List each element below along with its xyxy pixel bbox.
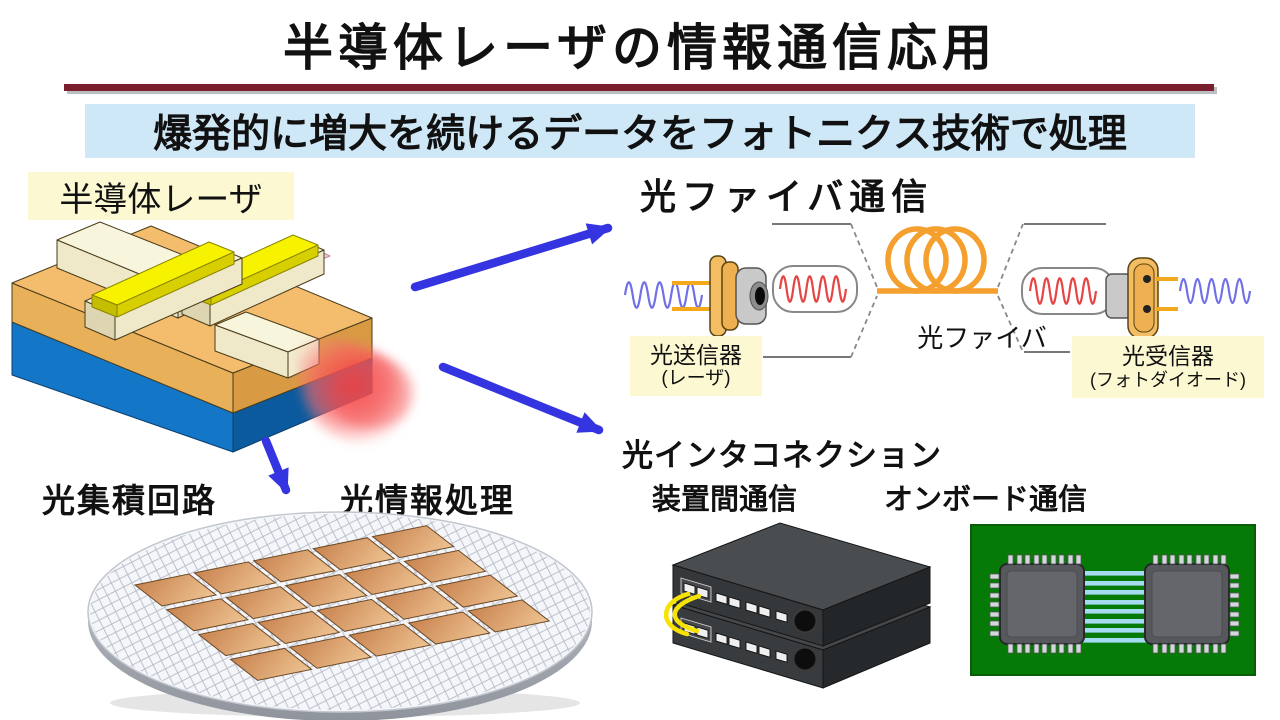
- fiber-coil-icon: [877, 226, 998, 294]
- magnifier-brackets: [763, 223, 1106, 358]
- electrical-signal-wave-right: [1178, 277, 1252, 305]
- pcb-illustration: [970, 524, 1256, 676]
- server-stack-illustration: [663, 522, 932, 689]
- transmitter-label-line2: (レーザ): [661, 368, 731, 390]
- arrow-to-fiber-comm: [410, 223, 613, 292]
- receiver-label-line1: 光受信器: [1122, 343, 1214, 370]
- optical-signal-wave-right: [1028, 277, 1098, 305]
- integrated-circuit-label: 光集積回路: [42, 482, 217, 519]
- onboard-comm-label: オンボード通信: [884, 484, 1088, 516]
- laser-diode-icon: [672, 255, 769, 337]
- arrow-to-interconnect: [438, 362, 604, 435]
- receiver-label: 光受信器 (フォトダイオード): [1072, 336, 1264, 398]
- qfp-chip-left: [989, 554, 1085, 654]
- server-ports-top: [680, 577, 788, 623]
- arrow-to-wafer: [261, 436, 291, 495]
- laser-emission-glow: [297, 338, 414, 443]
- server-vent-bottom: [792, 646, 818, 672]
- optical-traces: [1082, 571, 1147, 643]
- photodiode-icon: [1105, 257, 1178, 339]
- fiber-label: 光ファイバ: [917, 323, 1047, 353]
- fiber-link-diagram: [623, 223, 1252, 358]
- interconnect-heading: 光インタコネクション: [622, 438, 942, 473]
- laser-chip-label: 半導体レーザ: [28, 172, 294, 220]
- server-vent-top: [792, 608, 818, 634]
- title-divider: [64, 84, 1214, 91]
- qfp-chip-right: [1144, 554, 1240, 654]
- equipment-comm-label: 装置間通信: [652, 484, 798, 516]
- optical-signal-wave-left: [778, 275, 848, 303]
- wafer-illustration: [87, 495, 593, 720]
- receiver-label-line2: (フォトダイオード): [1090, 369, 1246, 390]
- laser-electrode-near: [91, 241, 235, 318]
- fiber-comm-heading: 光ファイバ通信: [640, 176, 934, 217]
- slide-title: 半導体レーザの情報通信応用: [283, 20, 997, 76]
- subtitle-banner: 爆発的に増大を続けるデータをフォトニクス技術で処理: [85, 104, 1195, 158]
- wafer-chip-grid: [135, 526, 549, 681]
- laser-chip-illustration: [11, 221, 414, 453]
- fiber-patch-cable: [663, 591, 702, 637]
- transmitter-label-line1: 光送信器: [650, 341, 742, 368]
- transmitter-label: 光送信器 (レーザ): [630, 336, 762, 396]
